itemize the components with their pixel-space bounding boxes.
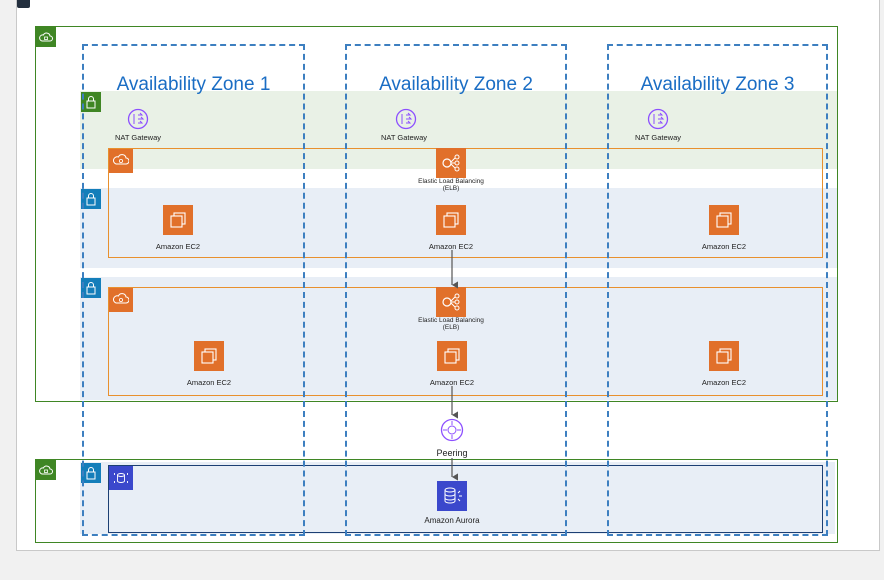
aurora-cluster-icon	[109, 466, 133, 490]
nat-gateway-1: NAT Gateway	[113, 108, 163, 144]
nat-gateway-3: NAT Gateway	[633, 108, 683, 144]
ec2-app-az1: Amazon EC2	[143, 205, 213, 251]
elb-icon	[436, 148, 466, 178]
peering: Peering	[422, 418, 482, 460]
db-subnet-lock-icon	[81, 463, 101, 483]
az-2-title: Availability Zone 2	[379, 74, 533, 95]
vpc-main	[35, 26, 838, 402]
az-1-title: Availability Zone 1	[116, 74, 271, 95]
nat-gateway-2: NAT Gateway	[369, 108, 439, 144]
vpc-database-cloud-icon	[36, 460, 56, 480]
elb-group-2-icon	[109, 288, 133, 312]
ec2-data-az2-label: Amazon EC2	[429, 378, 475, 387]
ec2-data-az3-label: Amazon EC2	[701, 378, 747, 387]
ec2-app-az1-label: Amazon EC2	[155, 242, 201, 251]
connector-arrows	[451, 250, 458, 481]
ec2-data-az2: Amazon EC2	[417, 341, 487, 387]
ec2-app-az3-label: Amazon EC2	[701, 242, 747, 251]
amazon-aurora: Amazon Aurora	[412, 481, 492, 527]
aws-logo-icon	[17, 0, 30, 8]
aurora-label: Amazon Aurora	[424, 516, 480, 525]
ec2-icon	[194, 341, 224, 371]
aurora-icon	[437, 481, 467, 511]
peering-icon	[440, 418, 464, 442]
az-3-title: Availability Zone 3	[640, 74, 795, 95]
elb-2-label-line2: (ELB)	[442, 324, 460, 331]
availability-zone-3: Availability Zone 3	[607, 44, 828, 536]
ec2-data-az1-label: Amazon EC2	[186, 378, 232, 387]
elb-1-label-line2: (ELB)	[442, 185, 460, 192]
peering-label: Peering	[436, 448, 468, 458]
ec2-icon	[436, 205, 466, 235]
elb-1: Elastic Load Balancing (ELB)	[401, 148, 501, 192]
ec2-app-az2: Amazon EC2	[416, 205, 486, 251]
vpc-cloud-icon	[36, 27, 56, 47]
ec2-icon	[709, 205, 739, 235]
elb-group-1-icon	[109, 149, 133, 173]
nat-gateway-2-label: NAT Gateway	[381, 133, 427, 142]
nat-gateway-3-label: NAT Gateway	[635, 133, 681, 142]
nat-gateway-icon	[395, 108, 417, 130]
ec2-app-az3: Amazon EC2	[689, 205, 759, 251]
elb-icon	[436, 287, 466, 317]
availability-zone-2: Availability Zone 2	[345, 44, 567, 536]
elb-1-label-line1: Elastic Load Balancing	[418, 178, 484, 185]
nat-gateway-1-label: NAT Gateway	[115, 133, 161, 142]
elb-2-label-line1: Elastic Load Balancing	[418, 317, 484, 324]
ec2-icon	[709, 341, 739, 371]
nat-gateway-icon	[647, 108, 669, 130]
elb-2: Elastic Load Balancing (ELB)	[401, 287, 501, 331]
public-subnet-lock-icon	[81, 92, 101, 112]
private-subnet-app-lock-icon	[81, 189, 101, 209]
ec2-app-az2-label: Amazon EC2	[428, 242, 474, 251]
aurora-cluster-group	[108, 465, 823, 533]
vpc-database	[35, 459, 838, 543]
private-subnet-data-lock-icon	[81, 278, 101, 298]
diagram-canvas: Availability Zone 1 Availability Zone 2 …	[16, 0, 880, 551]
nat-gateway-icon	[127, 108, 149, 130]
availability-zone-1: Availability Zone 1	[82, 44, 305, 536]
ec2-icon	[437, 341, 467, 371]
ec2-icon	[163, 205, 193, 235]
ec2-data-az3: Amazon EC2	[689, 341, 759, 387]
ec2-data-az1: Amazon EC2	[174, 341, 244, 387]
